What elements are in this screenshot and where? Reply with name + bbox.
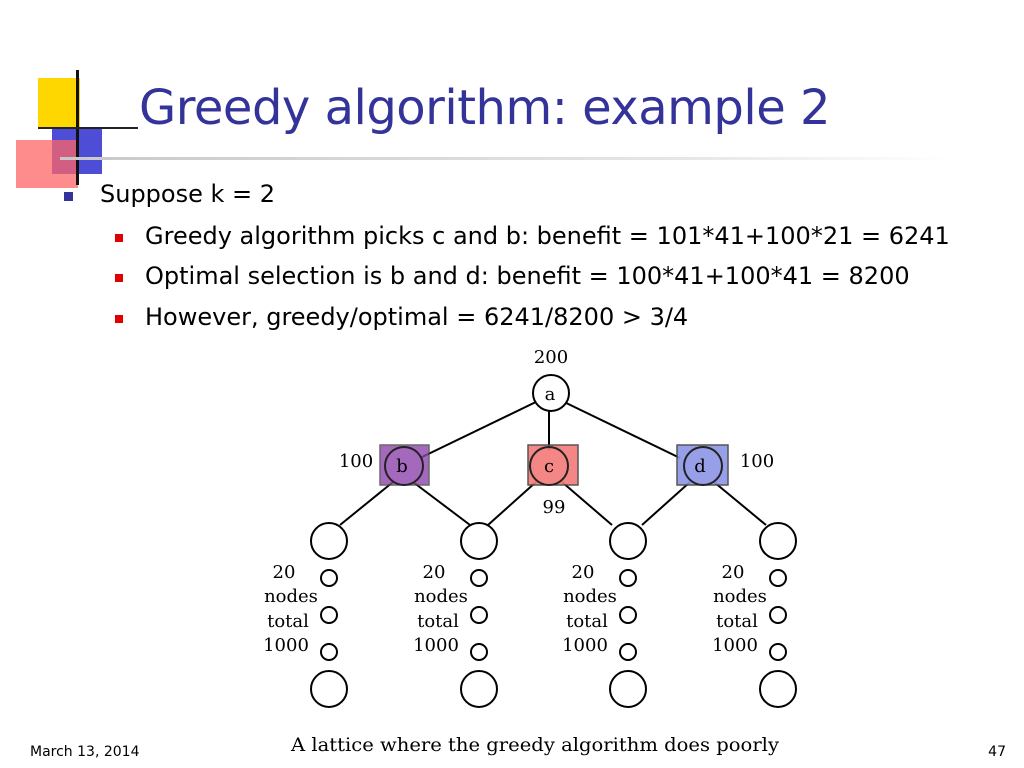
large-node [460,522,498,560]
bullet-text: However, greedy/optimal = 6241/8200 > 3/… [145,303,689,331]
bullet-level1: Suppose k = 2 [64,180,276,208]
group-word2: total [417,611,459,632]
node-d-size: 100 [740,451,774,472]
child-group-1: 20 nodes total 1000 [263,522,348,708]
small-node [470,606,488,624]
group-word1: nodes [414,586,468,607]
small-node [619,606,637,624]
node-b-highlight [379,444,430,486]
title-underline [60,157,950,160]
group-count: 20 [572,562,595,583]
group-count: 20 [722,562,745,583]
lattice-diagram: 200 a 100 b c 99 d 100 20 nodes total 10… [263,347,797,756]
small-node [320,569,338,587]
bullet-text: Optimal selection is b and d: benefit = … [145,262,910,290]
diagram-caption: A lattice where the greedy algorithm doe… [290,734,779,756]
bullet-level2: Optimal selection is b and d: benefit = … [115,262,910,290]
small-node [320,643,338,661]
bullet-text: Greedy algorithm picks c and b: benefit … [145,222,950,250]
small-node [769,569,787,587]
node-c [529,446,569,486]
small-node [470,643,488,661]
group-word2: total [716,611,758,632]
title-decoration [16,70,138,188]
square-bullet-icon [115,234,123,242]
group-total: 1000 [263,635,309,656]
large-node [759,670,797,708]
small-node [619,569,637,587]
large-node [460,670,498,708]
group-total: 1000 [413,635,459,656]
small-node [769,643,787,661]
node-d-label: d [694,456,706,477]
group-word2: total [566,611,608,632]
node-c-size: 99 [543,497,566,518]
square-bullet-icon [115,315,123,323]
node-d [683,446,723,486]
lattice-edges [339,399,767,526]
bullet-level2: However, greedy/optimal = 6241/8200 > 3/… [115,303,689,331]
group-total: 1000 [562,635,608,656]
group-count: 20 [273,562,296,583]
child-group-3: 20 nodes total 1000 [562,522,647,708]
large-node [759,522,797,560]
square-bullet-icon [64,192,73,201]
large-node [609,522,647,560]
node-b-label: b [396,456,408,477]
bullet-level2: Greedy algorithm picks c and b: benefit … [115,222,950,250]
footer-date: March 13, 2014 [30,744,140,760]
node-a-size: 200 [534,347,568,368]
large-node [310,670,348,708]
small-node [320,606,338,624]
group-word1: nodes [713,586,767,607]
slide-title: Greedy algorithm: example 2 [139,80,831,136]
bullet-text: Suppose k = 2 [100,180,276,208]
node-a-label: a [545,384,556,405]
page-number: 47 [988,744,1006,760]
node-d-highlight [676,444,729,486]
node-c-label: c [544,456,554,477]
child-group-2: 20 nodes total 1000 [413,522,498,708]
small-node [470,569,488,587]
node-b [384,446,424,486]
node-a [532,374,570,412]
large-node [609,670,647,708]
child-group-4: 20 nodes total 1000 [712,522,797,708]
group-word1: nodes [563,586,617,607]
node-b-size: 100 [339,451,373,472]
group-word1: nodes [264,586,318,607]
small-node [769,606,787,624]
large-node [310,522,348,560]
group-total: 1000 [712,635,758,656]
square-bullet-icon [115,274,123,282]
group-count: 20 [423,562,446,583]
small-node [619,643,637,661]
group-word2: total [267,611,309,632]
